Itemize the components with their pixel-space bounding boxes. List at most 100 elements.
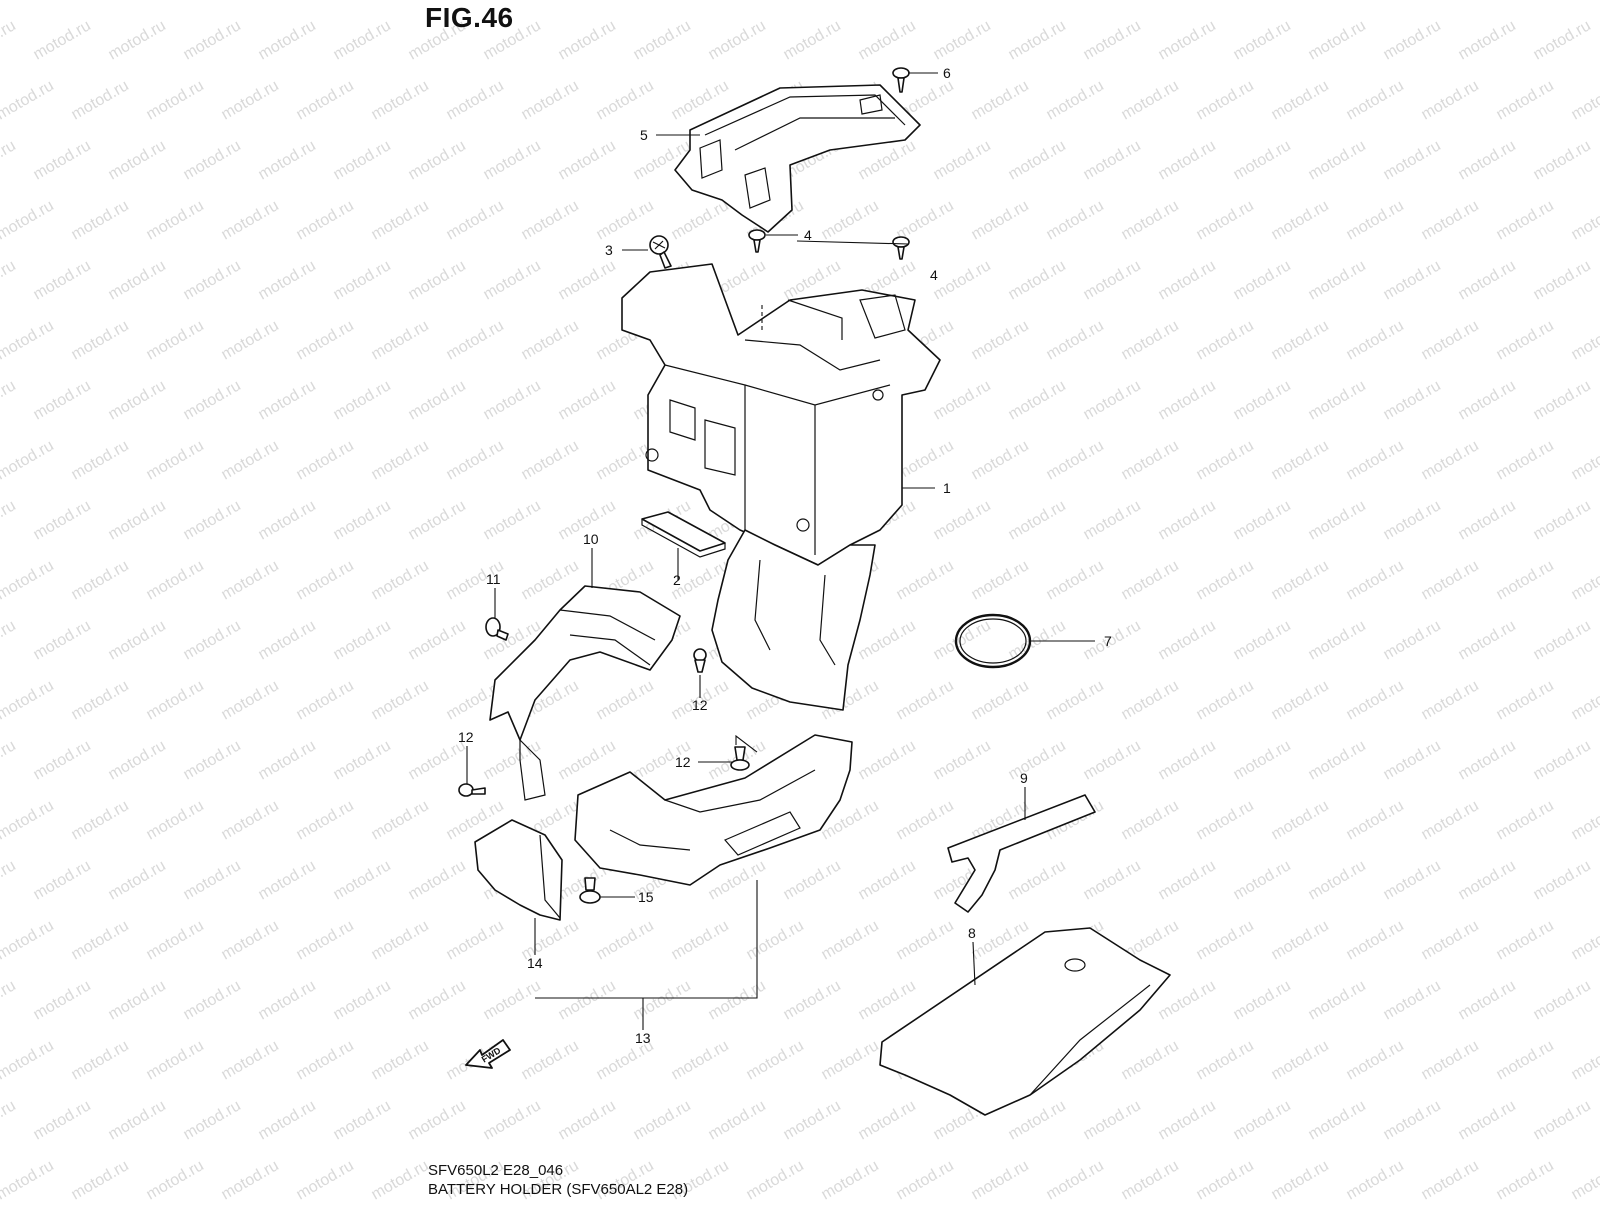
watermark-text: motod.ru bbox=[1119, 197, 1182, 243]
watermark-text: motod.ru bbox=[1269, 0, 1332, 3]
watermark-text: motod.ru bbox=[1081, 737, 1144, 783]
watermark-text: motod.ru bbox=[1119, 797, 1182, 843]
watermark-text: motod.ru bbox=[1081, 617, 1144, 663]
watermark-text: motod.ru bbox=[1006, 1097, 1069, 1143]
watermark-text: motod.ru bbox=[744, 0, 807, 3]
watermark-text: motod.ru bbox=[556, 377, 619, 423]
watermark-text: motod.ru bbox=[256, 497, 319, 543]
watermark-text: motod.ru bbox=[1044, 77, 1107, 123]
watermark-text: motod.ru bbox=[1306, 137, 1369, 183]
watermark-text: motod.ru bbox=[1306, 497, 1369, 543]
watermark-text: motod.ru bbox=[969, 437, 1032, 483]
watermark-text: motod.ru bbox=[519, 1037, 582, 1083]
watermark-text: motod.ru bbox=[0, 437, 57, 483]
watermark-text: motod.ru bbox=[1194, 1157, 1257, 1200]
watermark-text: motod.ru bbox=[1156, 617, 1219, 663]
watermark-text: motod.ru bbox=[31, 1097, 94, 1143]
watermark-text: motod.ru bbox=[481, 257, 544, 303]
watermark-text: motod.ru bbox=[1119, 0, 1182, 3]
watermark-text: motod.ru bbox=[1344, 1157, 1407, 1200]
watermark-text: motod.ru bbox=[1381, 137, 1444, 183]
watermark-text: motod.ru bbox=[0, 617, 19, 663]
watermark-text: motod.ru bbox=[106, 857, 169, 903]
watermark-text: motod.ru bbox=[219, 677, 282, 723]
watermark-text: motod.ru bbox=[144, 917, 207, 963]
watermark-text: motod.ru bbox=[69, 797, 132, 843]
watermark-text: motod.ru bbox=[181, 737, 244, 783]
watermark-text: motod.ru bbox=[1531, 1097, 1594, 1143]
watermark-text: motod.ru bbox=[1456, 1097, 1519, 1143]
watermark-text: motod.ru bbox=[1194, 317, 1257, 363]
callout-9: 9 bbox=[1020, 770, 1028, 786]
watermark-text: motod.ru bbox=[1381, 257, 1444, 303]
watermark-text: motod.ru bbox=[969, 317, 1032, 363]
watermark-text: motod.ru bbox=[519, 77, 582, 123]
watermark-text: motod.ru bbox=[556, 137, 619, 183]
watermark-text: motod.ru bbox=[294, 677, 357, 723]
watermark-text: motod.ru bbox=[1306, 1097, 1369, 1143]
watermark-text: motod.ru bbox=[144, 677, 207, 723]
part-13-lower-cover bbox=[575, 735, 852, 885]
watermark-text: motod.ru bbox=[931, 737, 994, 783]
watermark-text: motod.ru bbox=[969, 1157, 1032, 1200]
watermark-text: motod.ru bbox=[894, 557, 957, 603]
watermark-text: motod.ru bbox=[1306, 737, 1369, 783]
watermark-text: motod.ru bbox=[1269, 197, 1332, 243]
watermark-text: motod.ru bbox=[819, 1037, 882, 1083]
watermark-text: motod.ru bbox=[294, 0, 357, 3]
watermark-text: motod.ru bbox=[744, 1157, 807, 1200]
watermark-text: motod.ru bbox=[69, 437, 132, 483]
watermark-text: motod.ru bbox=[331, 737, 394, 783]
watermark-text: motod.ru bbox=[931, 377, 994, 423]
watermark-text: motod.ru bbox=[1381, 737, 1444, 783]
watermark-text: motod.ru bbox=[594, 0, 657, 3]
watermark-text: motod.ru bbox=[594, 77, 657, 123]
watermark-text: motod.ru bbox=[556, 1097, 619, 1143]
watermark-text: motod.ru bbox=[894, 1157, 957, 1200]
watermark-text: motod.ru bbox=[1194, 437, 1257, 483]
watermark-text: motod.ru bbox=[1494, 797, 1557, 843]
watermark-text: motod.ru bbox=[219, 557, 282, 603]
watermark-text: motod.ru bbox=[1456, 497, 1519, 543]
watermark-text: motod.ru bbox=[1569, 437, 1600, 483]
watermark-text: motod.ru bbox=[406, 377, 469, 423]
watermark-text: motod.ru bbox=[894, 437, 957, 483]
watermark-text: motod.ru bbox=[931, 497, 994, 543]
watermark-text: motod.ru bbox=[669, 1037, 732, 1083]
watermark-text: motod.ru bbox=[369, 797, 432, 843]
watermark-text: motod.ru bbox=[1194, 1037, 1257, 1083]
watermark-text: motod.ru bbox=[181, 257, 244, 303]
watermark-text: motod.ru bbox=[1569, 317, 1600, 363]
watermark-text: motod.ru bbox=[444, 77, 507, 123]
watermark-text: motod.ru bbox=[556, 977, 619, 1023]
watermark-text: motod.ru bbox=[1419, 1037, 1482, 1083]
watermark-text: motod.ru bbox=[1156, 497, 1219, 543]
watermark-text: motod.ru bbox=[0, 1157, 57, 1200]
watermark-text: motod.ru bbox=[481, 977, 544, 1023]
watermark-text: motod.ru bbox=[0, 1097, 19, 1143]
watermark-text: motod.ru bbox=[669, 917, 732, 963]
watermark-text: motod.ru bbox=[1456, 137, 1519, 183]
watermark-text: motod.ru bbox=[856, 1097, 919, 1143]
watermark-text: motod.ru bbox=[1156, 977, 1219, 1023]
part-12-clip-a bbox=[694, 649, 706, 672]
watermark-text: motod.ru bbox=[69, 0, 132, 3]
callout-12c: 12 bbox=[675, 754, 691, 770]
watermark-text: motod.ru bbox=[1419, 677, 1482, 723]
watermark-text: motod.ru bbox=[1269, 77, 1332, 123]
watermark-text: motod.ru bbox=[1306, 377, 1369, 423]
watermark-text: motod.ru bbox=[969, 557, 1032, 603]
watermark-text: motod.ru bbox=[1306, 857, 1369, 903]
watermark-text: motod.ru bbox=[1531, 377, 1594, 423]
watermark-text: motod.ru bbox=[256, 377, 319, 423]
watermark-text: motod.ru bbox=[1156, 257, 1219, 303]
callout-10: 10 bbox=[583, 531, 599, 547]
watermark-text: motod.ru bbox=[1269, 917, 1332, 963]
watermark-text: motod.ru bbox=[1044, 1157, 1107, 1200]
watermark-text: motod.ru bbox=[481, 1097, 544, 1143]
watermark-text: motod.ru bbox=[1006, 857, 1069, 903]
watermark-text: motod.ru bbox=[331, 377, 394, 423]
watermark-text: motod.ru bbox=[369, 197, 432, 243]
watermark-text: motod.ru bbox=[819, 1157, 882, 1200]
